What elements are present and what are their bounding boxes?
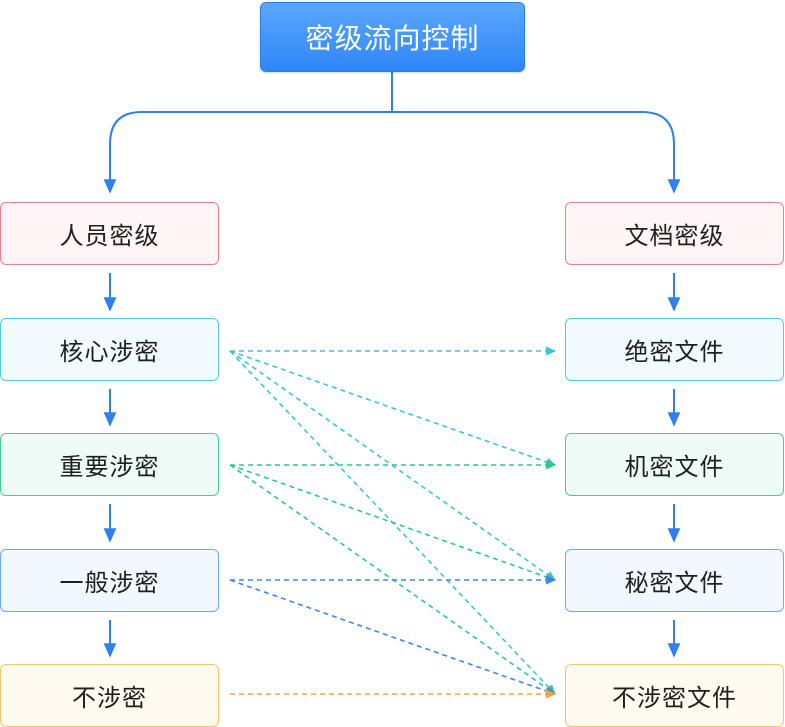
personnel-level-core[interactable]: 核心涉密: [0, 318, 219, 381]
access-flow-lines: [229, 346, 557, 699]
root-to-personnel-line: [103, 111, 392, 194]
personnel-level-important[interactable]: 重要涉密: [0, 433, 219, 496]
personnel-level-non-secret[interactable]: 不涉密: [0, 664, 219, 727]
access-flow-arrow: [229, 464, 557, 582]
access-flow-arrow: [229, 350, 557, 467]
document-level-top-secret[interactable]: 绝密文件: [565, 318, 784, 381]
document-level-confidential[interactable]: 机密文件: [565, 433, 784, 496]
tree-connectors: [103, 72, 681, 658]
access-flow-arrow: [229, 579, 557, 696]
document-level-non-secret[interactable]: 不涉密文件: [565, 664, 784, 727]
document-level-header[interactable]: 文档密级: [565, 202, 784, 265]
document-level-secret[interactable]: 秘密文件: [565, 549, 784, 612]
personnel-level-header[interactable]: 人员密级: [0, 202, 219, 265]
personnel-level-general[interactable]: 一般涉密: [0, 549, 219, 612]
root-to-document-line: [392, 111, 681, 194]
root-node[interactable]: 密级流向控制: [260, 2, 525, 72]
